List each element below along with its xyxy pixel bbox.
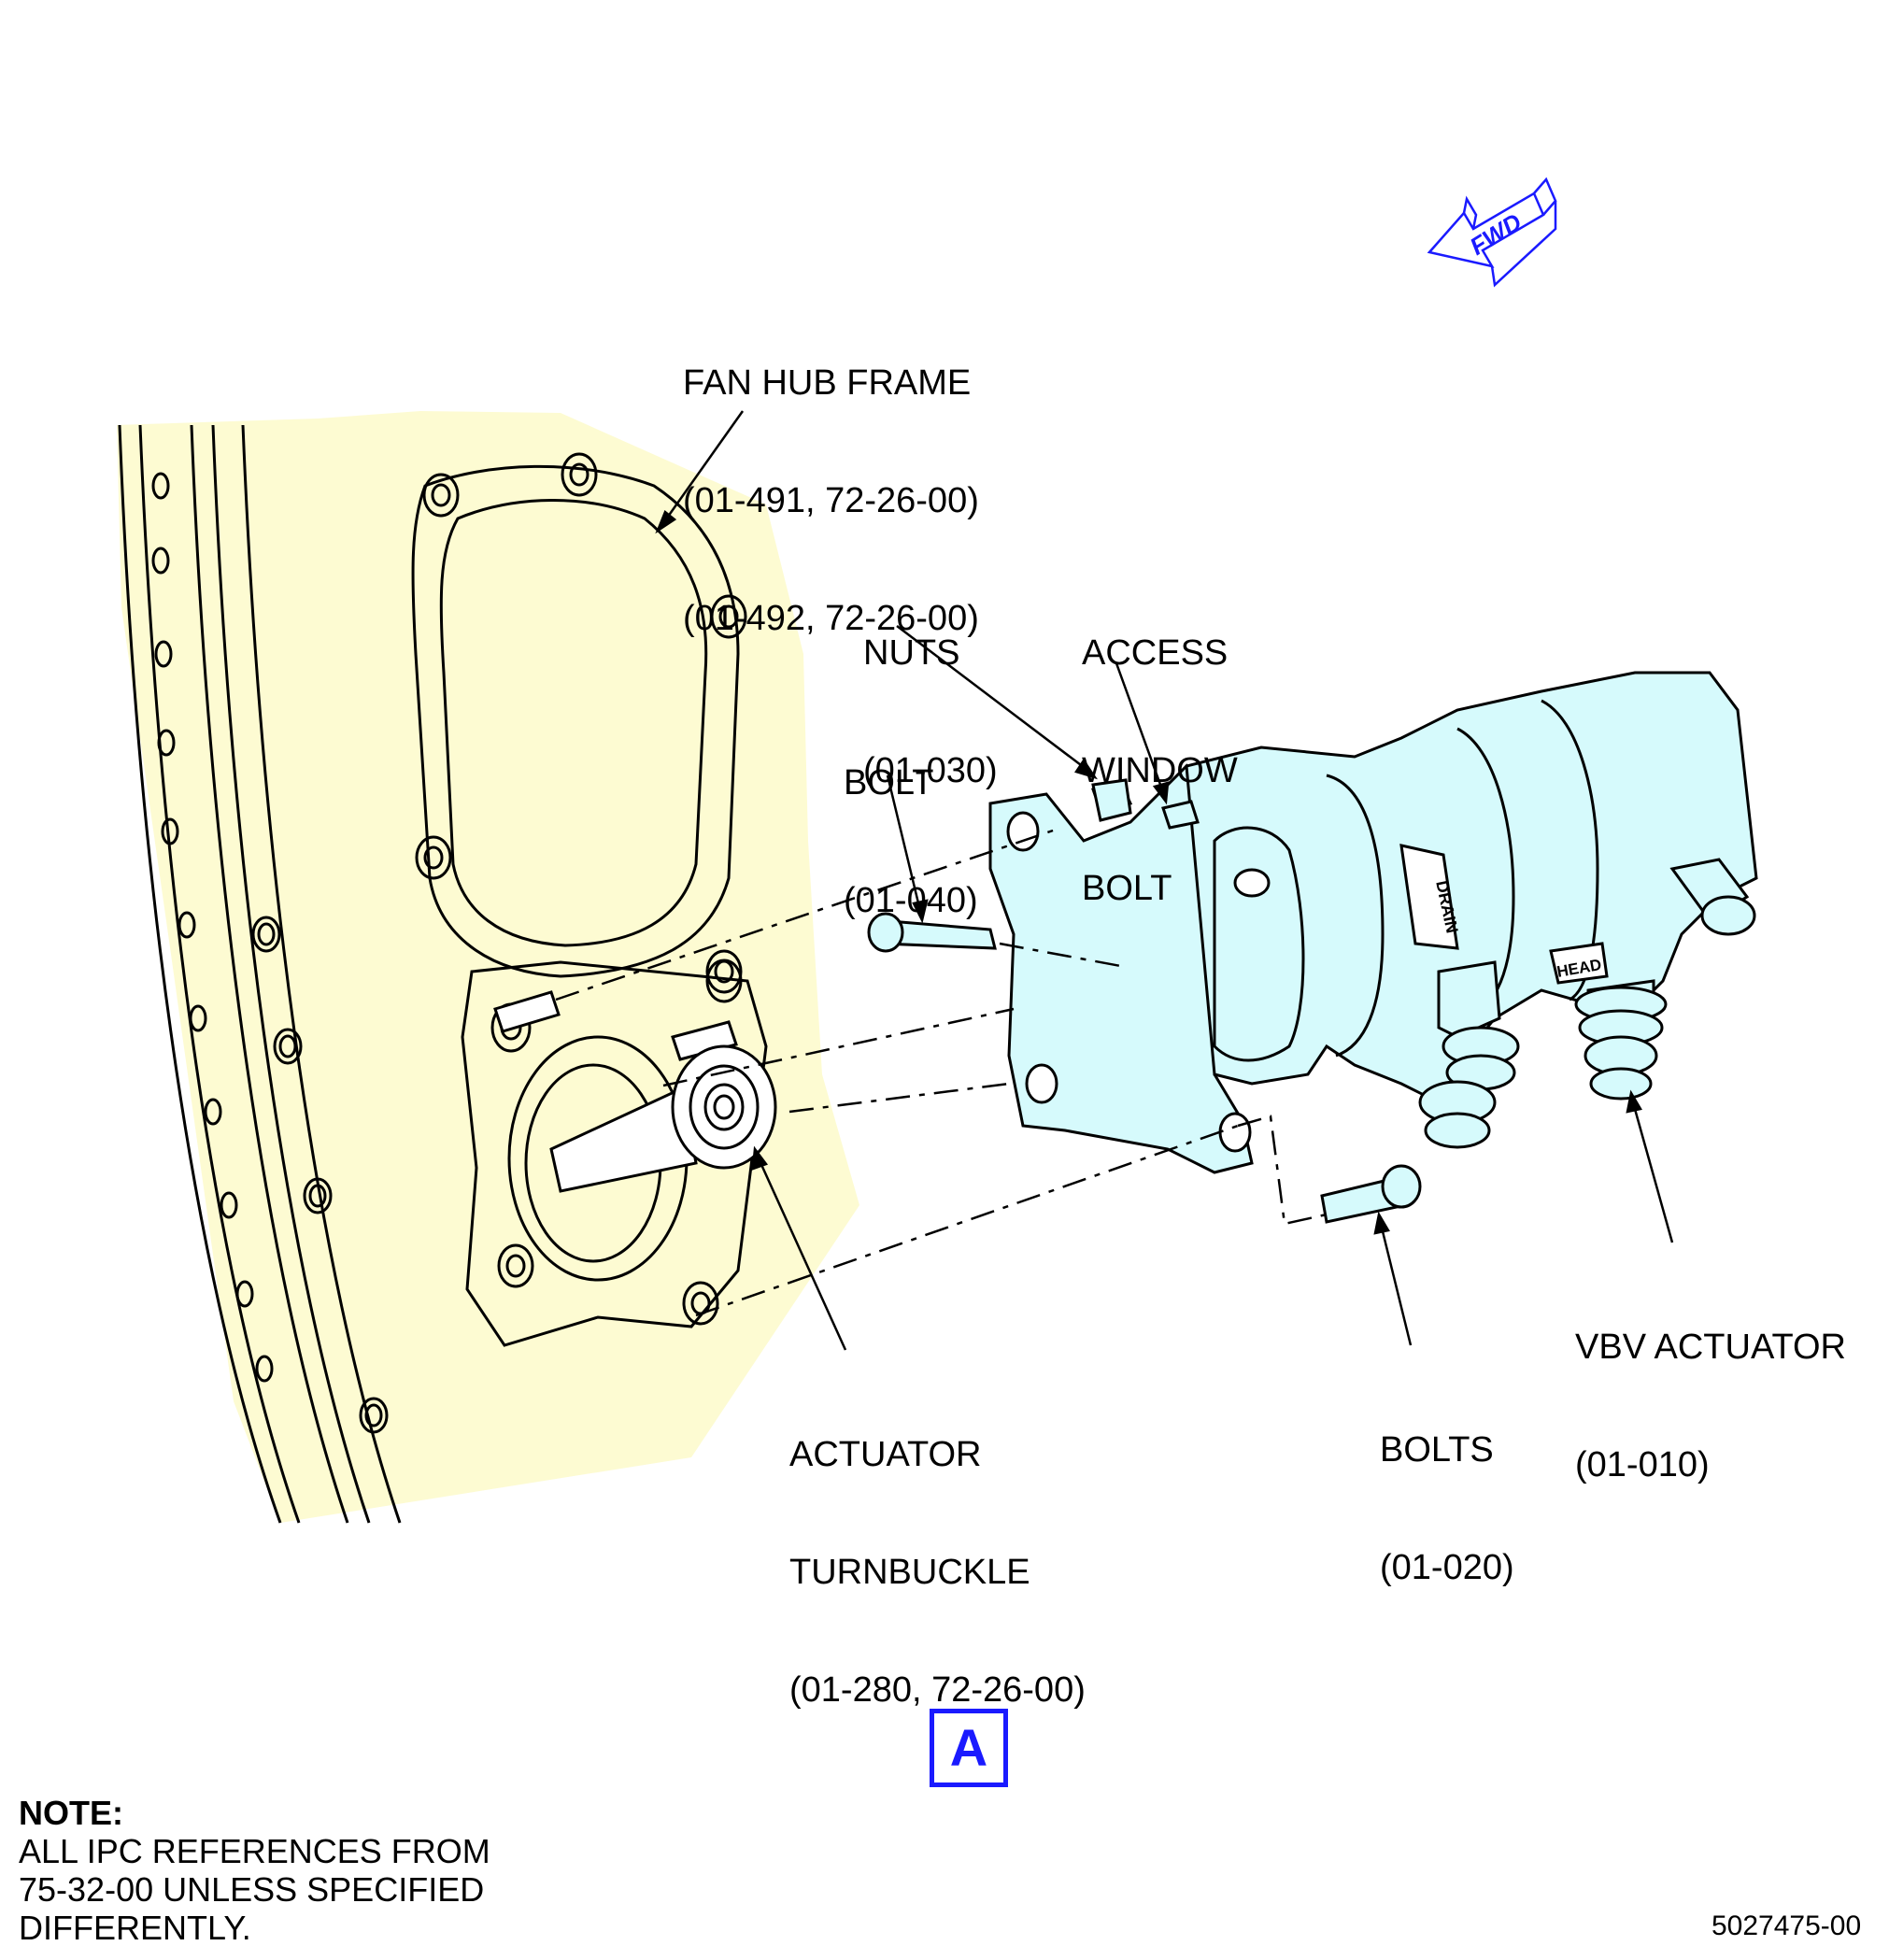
view-label-letter: A bbox=[949, 1718, 988, 1777]
note-heading: NOTE: bbox=[19, 1794, 123, 1832]
access-window-bolt-label: ACCESS WINDOW BOLT bbox=[1082, 633, 1238, 908]
figure-number: 5027475-00 bbox=[1711, 1910, 1862, 1941]
assembly-centerlines bbox=[555, 828, 1328, 1317]
fwd-arrow-icon: FWD bbox=[1427, 177, 1557, 288]
nuts-label: NUTS (01-030) bbox=[863, 633, 998, 790]
fasteners bbox=[867, 778, 1422, 1224]
fan-hub-frame-label: FAN HUB FRAME (01-491, 72-26-00) (01-492… bbox=[683, 363, 979, 638]
actuator-turnbuckle-label: ACTUATOR TURNBUCKLE (01-280, 72-26-00) bbox=[789, 1435, 1086, 1710]
vbv-actuator bbox=[988, 671, 1758, 1174]
view-label-box: A bbox=[930, 1709, 1008, 1787]
leader-lines bbox=[655, 410, 1674, 1351]
note-body: ALL IPC REFERENCES FROM 75-32-00 UNLESS … bbox=[19, 1832, 490, 1947]
vbv-actuator-label: VBV ACTUATOR (01-010) bbox=[1575, 1328, 1846, 1484]
bolt-label: BOLT (01-040) bbox=[844, 763, 978, 920]
fan-hub-frame bbox=[117, 411, 859, 1524]
bolts-label: BOLTS (01-020) bbox=[1380, 1430, 1514, 1587]
note-block: NOTE: ALL IPC REFERENCES FROM 75-32-00 U… bbox=[19, 1794, 490, 1947]
